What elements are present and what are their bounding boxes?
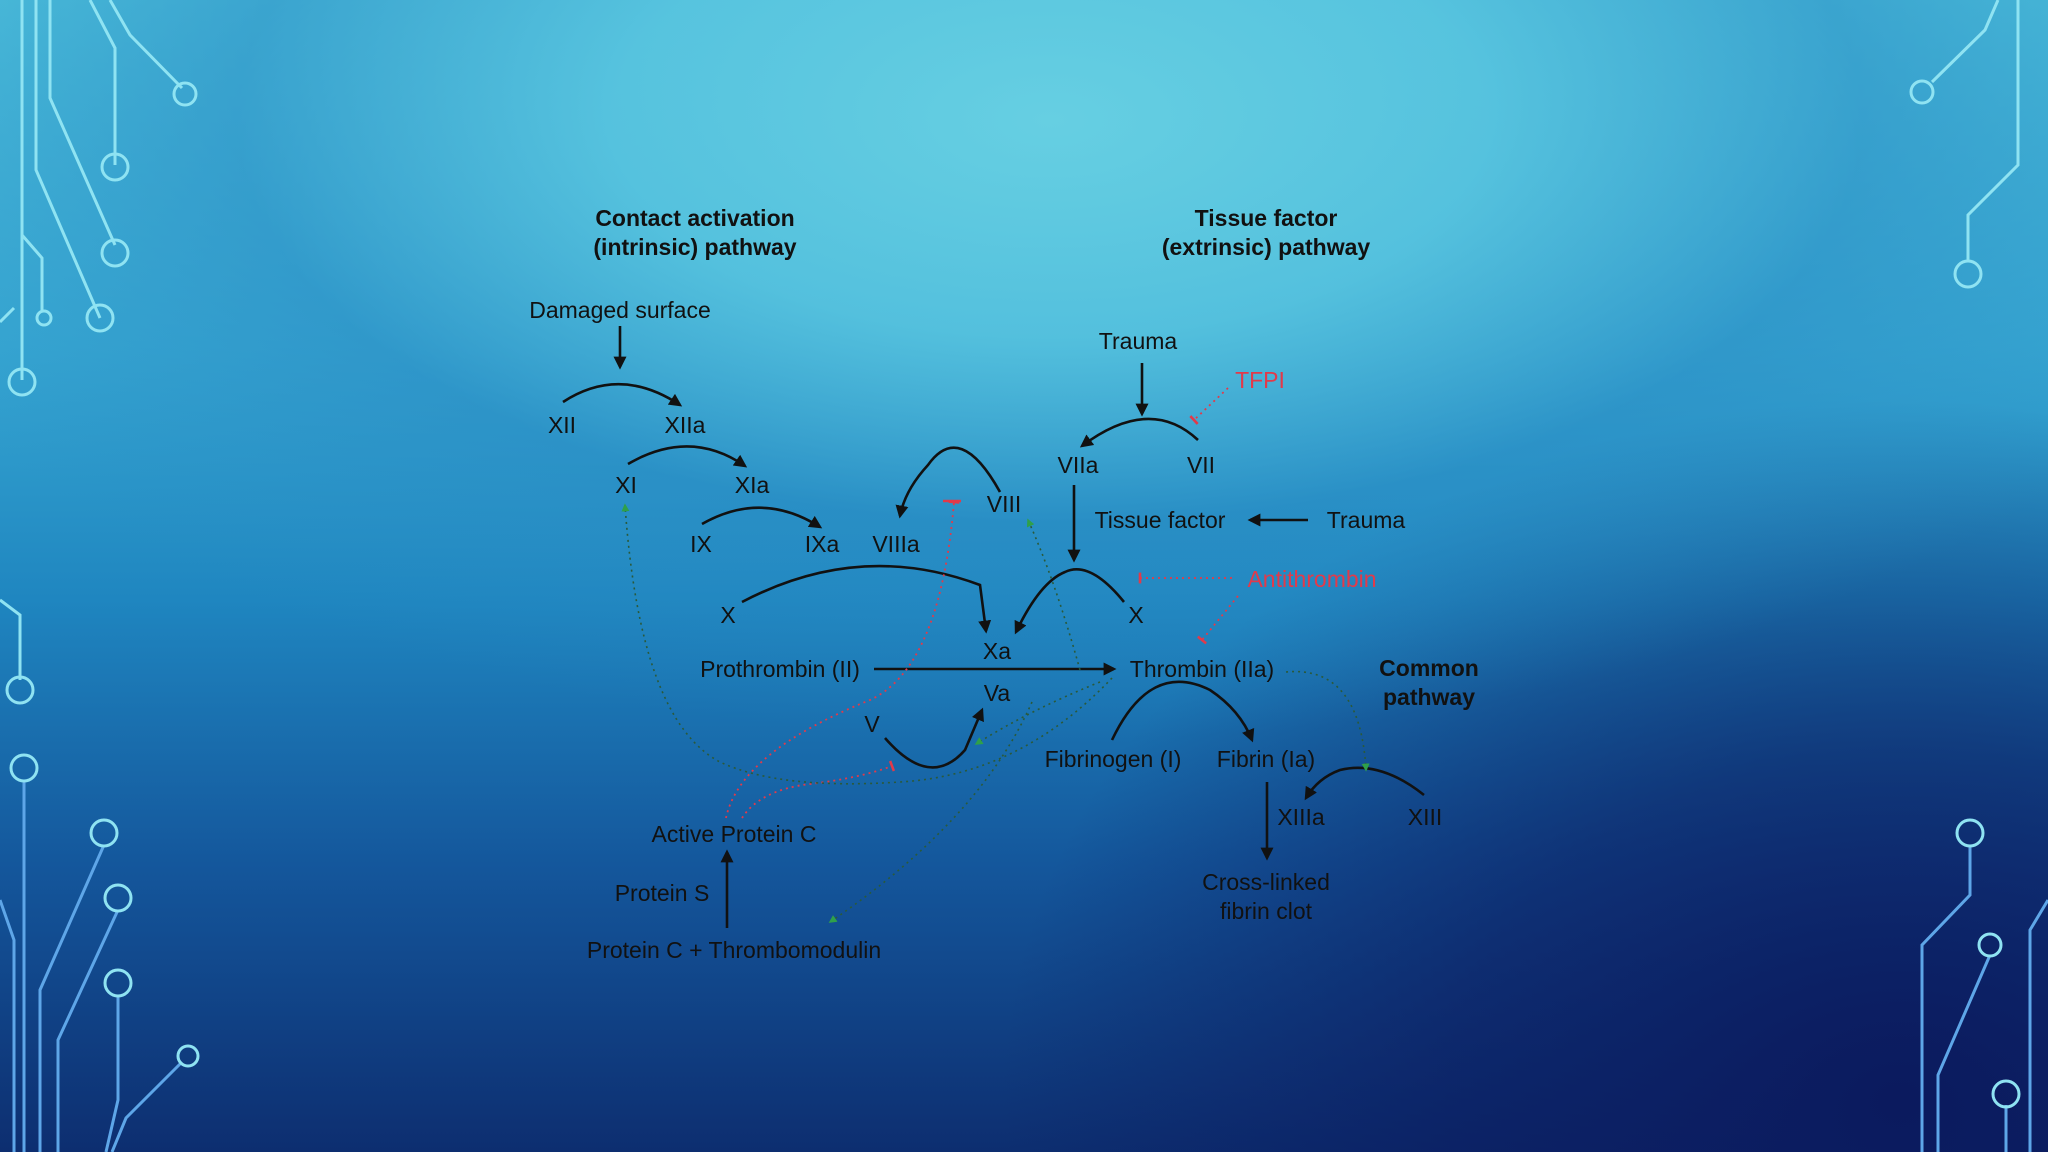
- factor-xa-label: Xa: [983, 638, 1011, 664]
- cascade-arrows: [562, 326, 1425, 928]
- arrow-ix-to-ixa: [701, 506, 823, 529]
- intrinsic-header: Contact activation (intrinsic) pathway: [593, 205, 796, 260]
- intrinsic-header-line2: (intrinsic) pathway: [593, 234, 796, 260]
- clot-label-line1: Cross-linked: [1202, 869, 1330, 895]
- factor-vii-label: VII: [1187, 452, 1215, 478]
- circuit-decoration-bottom-right: [1920, 818, 2048, 1152]
- factor-ix-label: IX: [690, 531, 712, 557]
- extrinsic-header: Tissue factor (extrinsic) pathway: [1162, 205, 1371, 260]
- thrombin-activates-v: [974, 681, 1101, 745]
- factor-va-label: Va: [984, 680, 1011, 706]
- thrombin-activates-viii: [1026, 518, 1081, 671]
- arrow-fibrinogen-to-fibrin: [1110, 680, 1255, 743]
- arrow-xii-to-xiia: [562, 382, 683, 407]
- damaged-surface-label: Damaged surface: [529, 297, 711, 323]
- fibrinogen-label: Fibrinogen (I): [1045, 746, 1182, 772]
- common-header-line1: Common: [1379, 655, 1479, 681]
- tfpi-label: TFPI: [1235, 367, 1285, 393]
- factor-viiia-label: VIIIa: [872, 531, 920, 557]
- common-header: Common pathway: [1379, 655, 1479, 710]
- circuit-decoration-bottom-left: [0, 598, 200, 1152]
- common-pathway: Xa Prothrombin (II) Thrombin (IIa) Va V …: [700, 638, 1442, 924]
- tfpi-inhibition: [1189, 387, 1229, 425]
- protein-s-label: Protein S: [615, 880, 710, 906]
- inhibition-lines: [725, 387, 1239, 819]
- arrow-x-to-xa-right: [1014, 568, 1126, 635]
- arrow-xiii-to-xiiia: [1304, 766, 1425, 801]
- antithrombin-label: Antithrombin: [1247, 566, 1376, 592]
- apc-inhibition-v: [741, 760, 896, 819]
- tissue-factor-label: Tissue factor: [1095, 507, 1226, 533]
- extrinsic-header-line2: (extrinsic) pathway: [1162, 234, 1371, 260]
- factor-xiiia-label: XIIIa: [1277, 804, 1325, 830]
- arrow-xi-to-xia: [627, 445, 748, 468]
- active-protein-c-label: Active Protein C: [652, 821, 817, 847]
- factor-xia-label: XIa: [735, 472, 770, 498]
- extrinsic-pathway: Trauma TFPI VIIa VII Tissue factor Traum…: [1058, 328, 1406, 628]
- factor-x-right-label: X: [1128, 602, 1143, 628]
- fibrin-label: Fibrin (Ia): [1217, 746, 1315, 772]
- arrow-viii-to-viiia: [895, 446, 1002, 519]
- factor-x-left-label: X: [720, 602, 735, 628]
- intrinsic-header-line1: Contact activation: [595, 205, 794, 231]
- clot-label-line2: fibrin clot: [1220, 898, 1313, 924]
- factor-viia-label: VIIa: [1058, 452, 1099, 478]
- trauma-top-label: Trauma: [1099, 328, 1178, 354]
- antithrombin-inhibition-thrombin: [1196, 595, 1239, 645]
- arrow-vii-to-viia: [1079, 417, 1199, 448]
- factor-xiii-label: XIII: [1408, 804, 1443, 830]
- common-header-line2: pathway: [1383, 684, 1475, 710]
- thrombin-label: Thrombin (IIa): [1130, 656, 1274, 682]
- thrombin-activates-protein-c: [828, 701, 1033, 923]
- arrow-x-to-xa-left: [741, 564, 992, 634]
- factor-xii-label: XII: [548, 412, 576, 438]
- apc-inhibition-viii: [725, 500, 960, 819]
- intrinsic-pathway: Damaged surface XII XIIa XI XIa IX IXa V…: [529, 297, 1021, 628]
- circuit-decoration-top-right: [1909, 0, 2020, 289]
- circuit-decoration-top-left: [0, 0, 198, 397]
- factor-xiia-label: XIIa: [665, 412, 706, 438]
- factor-viii-label: VIII: [987, 491, 1022, 517]
- factor-ixa-label: IXa: [805, 531, 840, 557]
- prothrombin-label: Prothrombin (II): [700, 656, 860, 682]
- factor-xi-label: XI: [615, 472, 637, 498]
- protein-c-thrombomodulin-label: Protein C + Thrombomodulin: [587, 937, 881, 963]
- arrow-v-to-va: [884, 707, 984, 769]
- protein-c-regulation: Active Protein C Protein S Protein C + T…: [587, 821, 881, 963]
- extrinsic-header-line1: Tissue factor: [1195, 205, 1338, 231]
- trauma-right-label: Trauma: [1327, 507, 1406, 533]
- activation-feedback-lines: [621, 503, 1370, 923]
- factor-v-label: V: [864, 711, 880, 737]
